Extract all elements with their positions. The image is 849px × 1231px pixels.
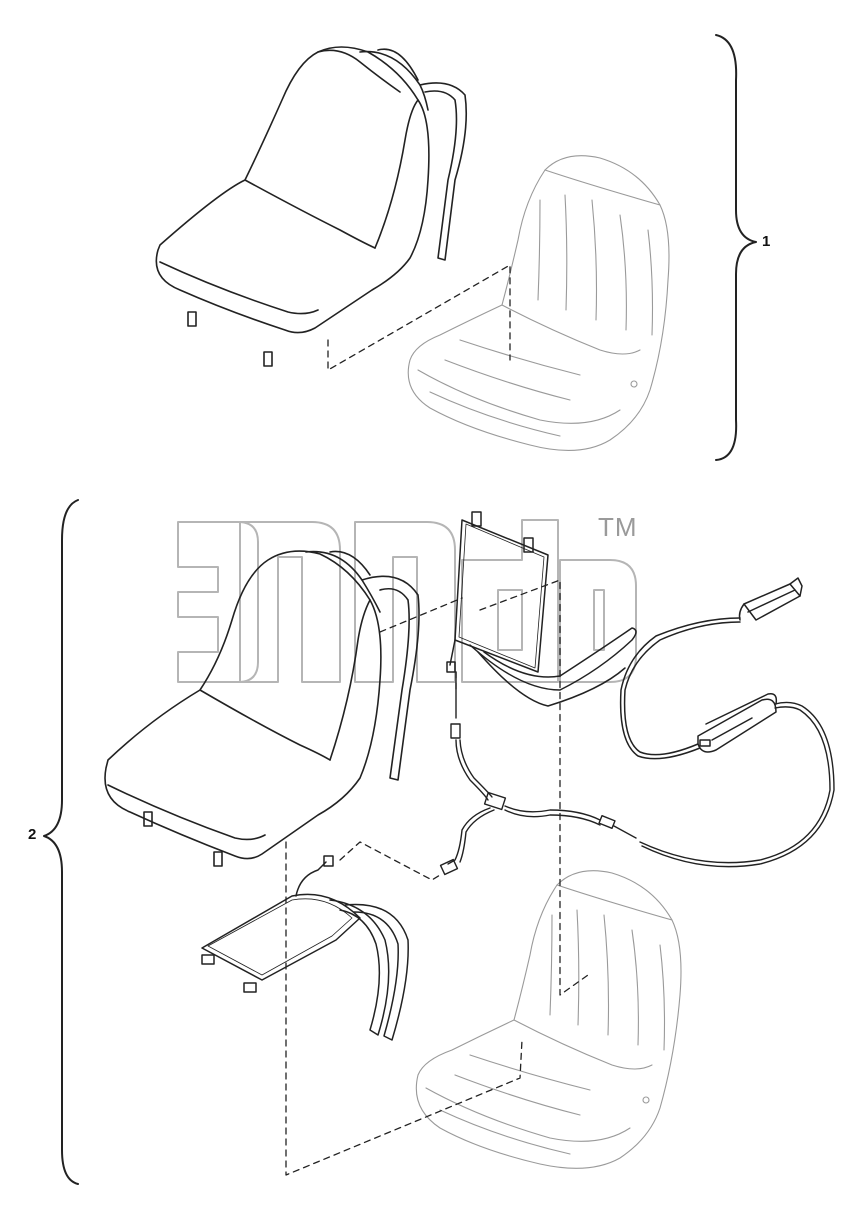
leader-1 xyxy=(327,264,511,371)
seat-cover-1 xyxy=(155,46,468,367)
heating-pad-seat xyxy=(201,855,409,1041)
seat-1 xyxy=(407,155,670,451)
brace-1 xyxy=(715,34,757,461)
cigarette-lighter-plug-icon xyxy=(738,577,803,621)
controller-icon xyxy=(619,617,778,760)
seat-2 xyxy=(415,870,682,1169)
callout-1: 1 xyxy=(762,233,771,250)
heating-pad-back xyxy=(446,511,637,707)
power-cable xyxy=(439,671,835,876)
brace-2 xyxy=(43,499,79,1185)
leaders-2 xyxy=(285,579,589,1176)
seat-cover-2 xyxy=(104,550,420,867)
watermark-trademark: TM xyxy=(598,512,638,542)
callout-2: 2 xyxy=(28,826,37,843)
